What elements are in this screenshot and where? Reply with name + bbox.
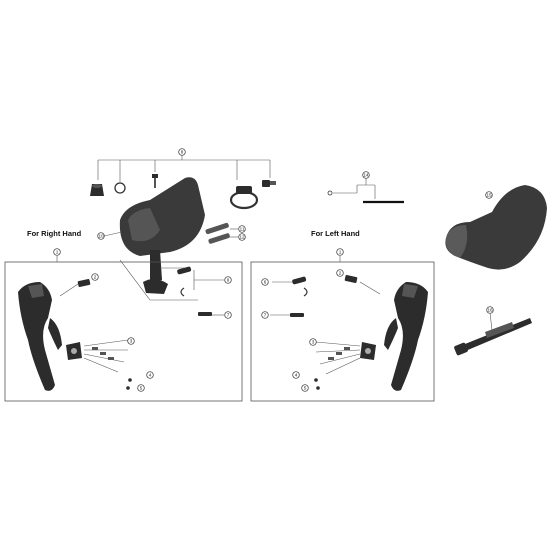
- right-lever-part: [18, 282, 62, 391]
- bracket-body-part: [119, 177, 205, 294]
- r-callout-5-label: 5: [140, 386, 143, 391]
- r-callout-1-label: 1: [56, 250, 59, 255]
- top-bolt-part: [262, 180, 276, 187]
- l-callout-1-label: 1: [339, 250, 342, 255]
- callout-12: 12: [238, 233, 246, 241]
- l-callout-7: 7: [261, 311, 269, 319]
- l-callout-7-label: 7: [264, 313, 267, 318]
- right-screws-part: [83, 339, 129, 373]
- callout-16: 16: [486, 306, 494, 314]
- l-callout-2-label: 2: [339, 271, 342, 276]
- r-callout-6: 6: [224, 276, 232, 284]
- callout-10: 10: [97, 232, 105, 240]
- callout-14-label: 14: [363, 173, 369, 178]
- l-callout-6-label: 6: [264, 280, 267, 285]
- l-callout-3: 3: [309, 338, 317, 346]
- l-callout-5: 5: [301, 384, 309, 392]
- r-callout-2-label: 2: [94, 275, 97, 280]
- r-callout-7-label: 7: [227, 313, 230, 318]
- callout-15: 15: [485, 191, 493, 199]
- left-hand-title: For Left Hand: [311, 229, 360, 238]
- l-callout-5-label: 5: [304, 386, 307, 391]
- r-callout-4: 4: [146, 371, 154, 379]
- callout-11-label: 11: [240, 227, 245, 232]
- l-callout-3-label: 3: [312, 340, 315, 345]
- l-callout-2: 2: [336, 269, 344, 277]
- left-clip-part: [292, 276, 308, 297]
- callout-8: 8: [178, 148, 186, 156]
- r-callout-4-label: 4: [149, 373, 152, 378]
- l-callout-4: 4: [292, 371, 300, 379]
- r-callout-2: 2: [91, 273, 99, 281]
- hood-cover-part: [445, 185, 547, 270]
- left-hand-box: [250, 261, 435, 402]
- l-callout-4-label: 4: [295, 373, 298, 378]
- callout-12-label: 12: [239, 235, 245, 240]
- assembly-bracket-lines: [97, 152, 271, 182]
- r-callout-3: 3: [127, 337, 135, 345]
- left-screws-part: [315, 341, 361, 375]
- right-small-screws: [126, 378, 132, 390]
- right-hand-box: [4, 261, 243, 402]
- spring-11-part: [205, 222, 229, 235]
- r-callout-1: 1: [53, 248, 61, 256]
- callout-14: 14: [362, 171, 370, 179]
- r-callout-3-label: 3: [130, 339, 133, 344]
- right-hand-title: For Right Hand: [27, 229, 82, 238]
- callout-10-label: 10: [98, 234, 104, 239]
- callout-15-label: 15: [486, 193, 492, 198]
- top-screw-part: [152, 174, 158, 188]
- callout-11: 11: [238, 225, 246, 233]
- l-callout-1: 1: [336, 248, 344, 256]
- left-mechanism-part: [360, 342, 376, 360]
- r-callout-6-label: 6: [227, 278, 230, 283]
- top-nut-part: [90, 184, 104, 196]
- left-bolt-part: [290, 313, 304, 317]
- top-band-clamp-part: [229, 186, 259, 210]
- top-washer-part: [114, 182, 126, 194]
- right-bolt-part: [198, 312, 212, 316]
- right-plate-part: [77, 279, 91, 287]
- callout-16-label: 16: [487, 308, 493, 313]
- left-small-screws: [314, 378, 320, 390]
- r-callout-5: 5: [137, 384, 145, 392]
- cable-pin-part: [327, 184, 404, 204]
- l-callout-6: 6: [261, 278, 269, 286]
- left-lever-part: [384, 282, 428, 391]
- right-mechanism-part: [66, 342, 82, 360]
- r-callout-7: 7: [224, 311, 232, 319]
- callout-8-label: 8: [181, 150, 184, 155]
- spring-12-part: [208, 233, 230, 244]
- tool-part: [454, 318, 532, 356]
- left-plate-part: [344, 275, 358, 283]
- right-clip-part: [177, 266, 192, 297]
